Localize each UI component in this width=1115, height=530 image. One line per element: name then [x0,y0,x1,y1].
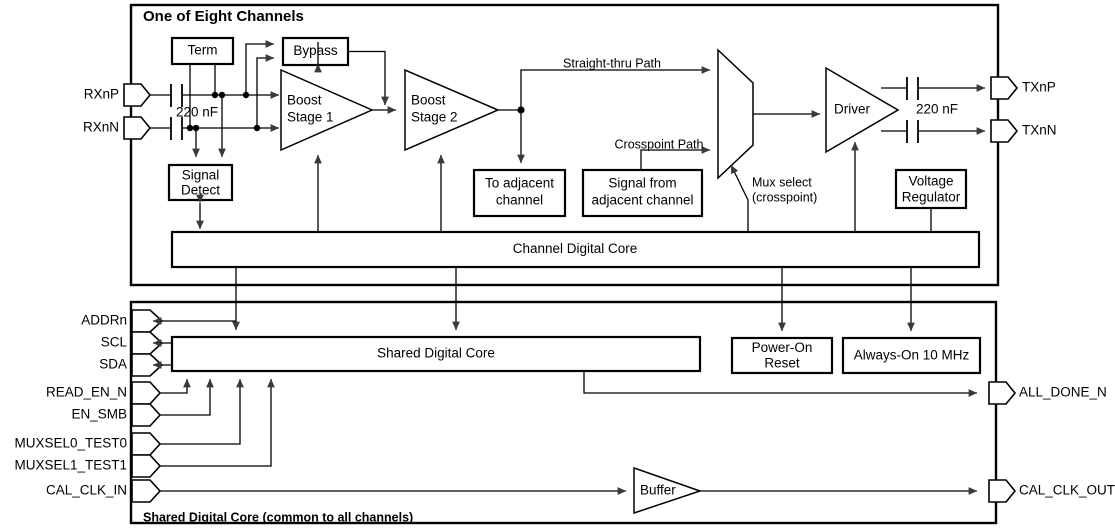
pin-muxsel0-label: MUXSEL0_TEST0 [14,436,127,451]
block-boost-stage-1 [280,68,374,152]
junction-dot [186,124,194,132]
cap-output-label: 220 nF [916,102,958,117]
pin-rxnp[interactable]: RXnP [84,83,152,107]
junction-dot [218,91,226,99]
pin-all-done-n[interactable]: ALL_DONE_N [988,381,1107,405]
junction-dot [242,91,250,99]
cap-output-n [906,120,919,143]
cap-input-p [170,84,183,107]
shared-container [129,300,998,525]
pin-muxsel0-test0[interactable]: MUXSEL0_TEST0 [14,432,162,456]
block-signal-detect-label-1: Signal [182,168,220,183]
pin-rxnn[interactable]: RXnN [83,116,152,140]
wire-straight-thru [520,66,711,110]
label-mux-select-1: Mux select [752,175,812,189]
block-term-label: Term [188,43,218,58]
block-driver-label: Driver [834,102,871,117]
pin-cal-clk-in-label: CAL_CLK_IN [46,483,127,498]
block-por-label-2: Reset [764,356,800,371]
block-buffer-label: Buffer [640,483,676,498]
junction-dot [192,124,200,132]
cap-input-n [170,117,183,140]
block-por-label-1: Power-On [752,340,813,355]
block-term [170,36,235,66]
block-mux [717,48,754,180]
block-boost1-label-1: Boost [287,93,322,108]
pin-cal-clk-out[interactable]: CAL_CLK_OUT [988,479,1115,503]
pin-scl-label: SCL [101,335,128,350]
shared-title: Shared Digital Core (common to all chann… [143,510,413,524]
pin-en-smb[interactable]: EN_SMB [71,403,162,427]
pin-muxsel1-test1[interactable]: MUXSEL1_TEST1 [14,454,162,478]
pin-addrn-label: ADDRn [81,313,127,328]
block-bypass-label: Bypass [293,43,338,58]
block-buffer [633,466,703,515]
pin-muxsel1-label: MUXSEL1_TEST1 [14,458,127,473]
block-signal-from-adjacent [581,168,704,218]
pin-txnn-label: TXnN [1022,123,1057,138]
block-voltage-reg-label-1: Voltage [908,174,953,189]
block-to-adjacent-label-2: channel [496,193,543,208]
label-mux-select-2: (crosspoint) [752,190,817,204]
block-signal-from-label-2: adjacent channel [591,193,693,208]
wire-bypass-out [348,50,389,106]
block-shared-digital-core [170,335,702,373]
pin-txnn[interactable]: TXnN [990,119,1057,143]
wire-muxsel1 [160,378,275,467]
block-boost2-label-1: Boost [411,93,446,108]
block-always-on-clock [841,336,982,375]
block-always-on-label: Always-On 10 MHz [854,348,970,363]
pin-sda[interactable]: SDA [99,353,164,377]
cap-input-label: 220 nF [176,105,218,120]
block-shared-core-label: Shared Digital Core [377,346,495,361]
block-signal-from-label-1: Signal from [608,176,676,191]
junction-dot [253,124,261,132]
label-straight-thru: Straight-thru Path [563,56,661,70]
wire-crosspoint [640,146,711,170]
pin-read-en-n-label: READ_EN_N [46,385,127,400]
wire-tap-p-bypass [245,40,275,95]
block-signal-detect-label-2: Detect [181,183,220,198]
cap-output-p [906,77,919,100]
pin-en-smb-label: EN_SMB [71,407,127,422]
block-boost-stage-2 [404,68,500,152]
label-crosspoint-path: Crosspoint Path [615,137,704,151]
block-boost2-label-2: Stage 2 [411,110,458,125]
block-boost1-label-2: Stage 1 [287,110,334,125]
block-voltage-reg-label-2: Regulator [902,190,961,205]
pin-txnp-label: TXnP [1022,80,1056,95]
block-to-adjacent-label-1: To adjacent [485,176,554,191]
pin-sda-label: SDA [99,357,127,372]
channel-container [129,3,1000,287]
block-bypass [281,36,350,67]
pin-cal-clk-out-label: CAL_CLK_OUT [1019,483,1115,498]
wire-en-smb [160,378,214,416]
pin-addrn[interactable]: ADDRn [81,309,164,333]
wire-muxsel0 [160,378,244,445]
pin-all-done-n-label: ALL_DONE_N [1019,385,1107,400]
block-channel-core-label: Channel Digital Core [513,241,638,256]
block-channel-digital-core [170,230,981,269]
pin-scl[interactable]: SCL [101,331,164,355]
block-driver [825,66,900,154]
wire-alldone [583,371,978,397]
block-voltage-regulator [894,168,968,210]
pin-rxnp-label: RXnP [84,87,119,102]
wire-tap-n-bypass [256,54,275,128]
channel-title: One of Eight Channels [143,8,304,25]
wire-read-en-n [160,378,191,394]
pin-txnp[interactable]: TXnP [990,76,1056,100]
pin-read-en-n[interactable]: READ_EN_N [46,381,162,405]
pin-cal-clk-in[interactable]: CAL_CLK_IN [46,479,162,503]
block-power-on-reset [730,336,834,375]
wire-mux-select [730,164,749,232]
junction-dot [211,91,219,99]
block-to-adjacent-channel [472,168,567,218]
pin-rxnn-label: RXnN [83,120,119,135]
